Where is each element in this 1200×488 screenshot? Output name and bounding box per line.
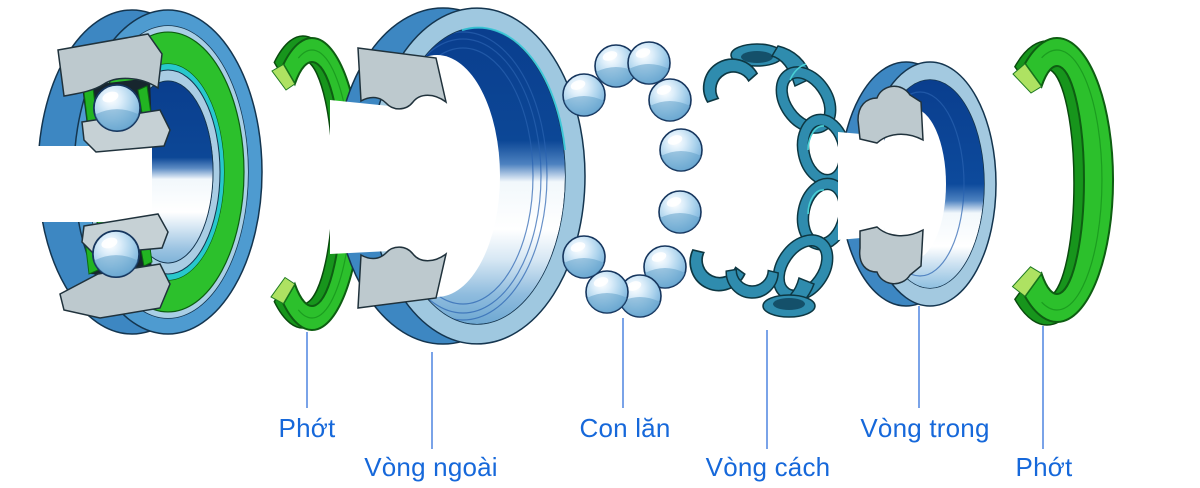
cutaway-bottom-section [59,213,171,319]
part-label-seal-right: Phớt [1015,452,1073,482]
part-label-rollers: Con lăn [579,413,671,443]
cage-illustration [679,43,858,318]
part-label-cage: Vòng cách [705,452,831,482]
assembled-bearing-illustration [36,9,263,335]
part-label-seal-left: Phớt [278,413,336,443]
inner-ring-illustration [838,61,997,307]
part-label-inner-ring: Vòng trong [860,413,990,443]
seal-right-illustration [1011,37,1114,326]
cutaway-top-section [57,33,171,153]
part-label-outer-ring: Vòng ngoài [364,452,498,482]
outer-ring-illustration [330,7,586,345]
